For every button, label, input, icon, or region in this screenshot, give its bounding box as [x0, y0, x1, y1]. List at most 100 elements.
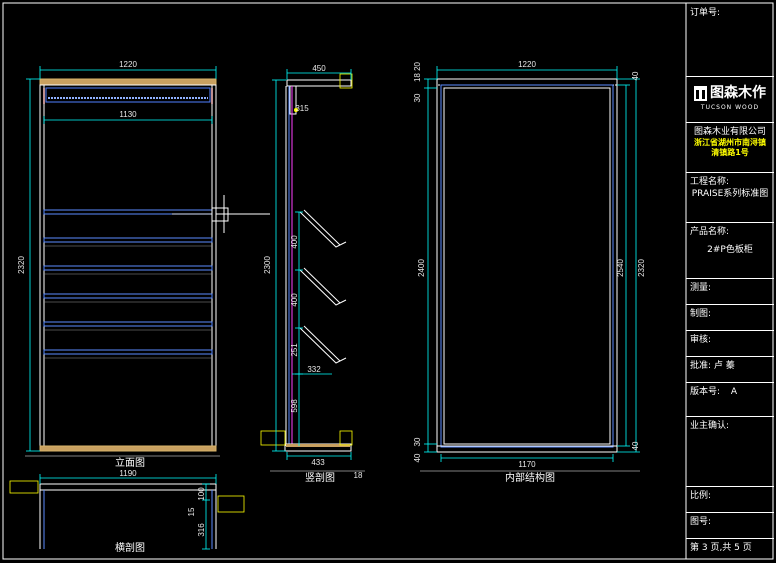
elevation-height-dimension: [26, 78, 40, 452]
internal-bot-c-label: 40: [631, 441, 640, 450]
company-address-line2: 清镇路1号: [711, 148, 749, 157]
product-cell: 产品名称: 2#P色板柜: [686, 222, 774, 278]
drawing-number-label: 图号:: [690, 517, 712, 527]
section-332-label: 332: [307, 365, 321, 374]
section-top-detail: [339, 73, 353, 89]
approve-value: 卢 蓁: [713, 361, 735, 371]
title-block: 订单号: 图森木作 TUCSON WOOD 图森木业有限公司 浙江省湖州市南浔镇…: [686, 4, 774, 559]
cross-100-label: 100: [197, 487, 206, 501]
internal-left-dimension: [424, 78, 437, 453]
company-cell: 图森木业有限公司 浙江省湖州市南浔镇 清镇路1号: [686, 122, 774, 172]
elevation-width-dimension: [39, 66, 217, 79]
internal-top-small-label: 18 20: [413, 61, 422, 82]
section-hanging-arms: [299, 209, 347, 364]
cross-left-detail: [9, 480, 39, 494]
logo-name: 图森木作: [710, 85, 766, 101]
scale-cell: 比例:: [686, 486, 774, 512]
draw-cell: 制图:: [686, 304, 774, 330]
elevation-frame: [39, 84, 217, 451]
section-bottom-detail: [339, 430, 353, 446]
page-label: 第 3 页,共 5 页: [690, 543, 752, 553]
internal-caption: 内部结构图: [505, 471, 555, 484]
logo-cell: 图森木作 TUCSON WOOD: [686, 76, 774, 122]
measure-cell: 测量:: [686, 278, 774, 304]
section-top-panel: [286, 79, 352, 87]
company-address-line1: 浙江省湖州市南浔镇: [694, 138, 766, 147]
cross-width-dimension: [39, 474, 217, 484]
logo-icon: [694, 85, 707, 101]
section-bottom-label: 433: [311, 458, 325, 467]
internal-inner-frame: [443, 87, 611, 445]
draw-label: 制图:: [690, 309, 712, 319]
cross-top-panel: [39, 483, 217, 491]
page-cell: 第 3 页,共 5 页: [686, 538, 774, 559]
cross-section-view: 1190 100 15 316 横剖图: [9, 469, 245, 554]
project-cell: 工程名称: PRAISE系列标准图: [686, 172, 774, 222]
drawing-number-cell: 图号:: [686, 512, 774, 538]
cross-15-label: 15: [187, 507, 196, 516]
order-number-cell: 订单号:: [686, 4, 774, 76]
elevation-height-label: 2320: [17, 256, 26, 274]
scale-label: 比例:: [690, 491, 712, 501]
project-value: PRAISE系列标准图: [691, 189, 769, 199]
internal-right-dimension: [617, 78, 640, 453]
internal-top-b-label: 30: [413, 93, 422, 102]
elevation-shelves: [43, 209, 213, 355]
section-315-label: 315: [295, 104, 309, 113]
cross-right-detail: [217, 495, 245, 513]
elevation-caption: 立面图: [115, 456, 145, 469]
elevation-light-box: [45, 87, 211, 103]
section-view: 450 315 2300 400 400 251 332 598 433 18 …: [260, 64, 365, 484]
elevation-inner-dimension: [43, 116, 213, 124]
measure-label: 测量:: [690, 283, 712, 293]
internal-blue-frame: [440, 84, 614, 448]
cross-caption: 横剖图: [115, 541, 145, 554]
section-598-label: 598: [290, 399, 299, 413]
section-depth-dimension: [286, 69, 352, 80]
product-label: 产品名称:: [690, 227, 730, 237]
cross-316-label: 316: [197, 523, 206, 537]
owner-confirm-label: 业主确认:: [690, 421, 730, 431]
review-label: 审核:: [690, 335, 712, 345]
section-height-label: 2300: [263, 256, 272, 274]
internal-h-inner-label: 2400: [417, 259, 426, 277]
internal-structure-view: 1220 1170 2400 18 20 30 30 40 2540 232: [413, 60, 646, 484]
internal-width-dimension: [436, 66, 618, 79]
section-light-point: [294, 108, 298, 112]
section-400a-label: 400: [290, 235, 299, 249]
product-value: 2#P色板柜: [707, 245, 753, 255]
section-height-dimension: [272, 79, 286, 452]
section-base-fill: [286, 444, 350, 447]
section-depth-label: 450: [312, 64, 326, 73]
section-251-label: 251: [290, 343, 299, 357]
internal-top-a-label: 40: [631, 71, 640, 80]
version-value: A: [730, 387, 738, 397]
section-caption: 竖剖图: [305, 471, 335, 484]
section-spacing-dimension: [292, 211, 332, 446]
section-top-support: [289, 85, 297, 115]
section-bottom-detail-left: [260, 430, 286, 446]
elevation-width-label: 1220: [119, 60, 137, 69]
section-400b-label: 400: [290, 293, 299, 307]
elevation-top-cap: [39, 78, 217, 86]
internal-h-total-label: 2320: [637, 259, 646, 277]
version-cell: 版本号: A: [686, 382, 774, 416]
order-number-label: 订单号:: [690, 8, 721, 18]
elevation-shelf-lines: [44, 245, 212, 359]
cross-width-label: 1190: [119, 469, 137, 478]
approve-label: 批准:: [690, 361, 712, 371]
review-cell: 审核:: [686, 330, 774, 356]
owner-confirm-cell: 业主确认:: [686, 416, 774, 486]
internal-bot-a-label: 40: [413, 453, 422, 462]
section-bottom-dimension: [286, 452, 352, 460]
internal-top-rail: [436, 78, 618, 86]
internal-inner-dimension: [440, 454, 614, 462]
internal-h-mid-label: 2540: [616, 259, 625, 277]
version-label: 版本号:: [690, 387, 721, 397]
internal-width-label: 1220: [518, 60, 536, 69]
internal-inner-label: 1170: [518, 460, 536, 469]
elevation-base: [39, 445, 217, 452]
logo-subtitle: TUCSON WOOD: [700, 103, 760, 111]
